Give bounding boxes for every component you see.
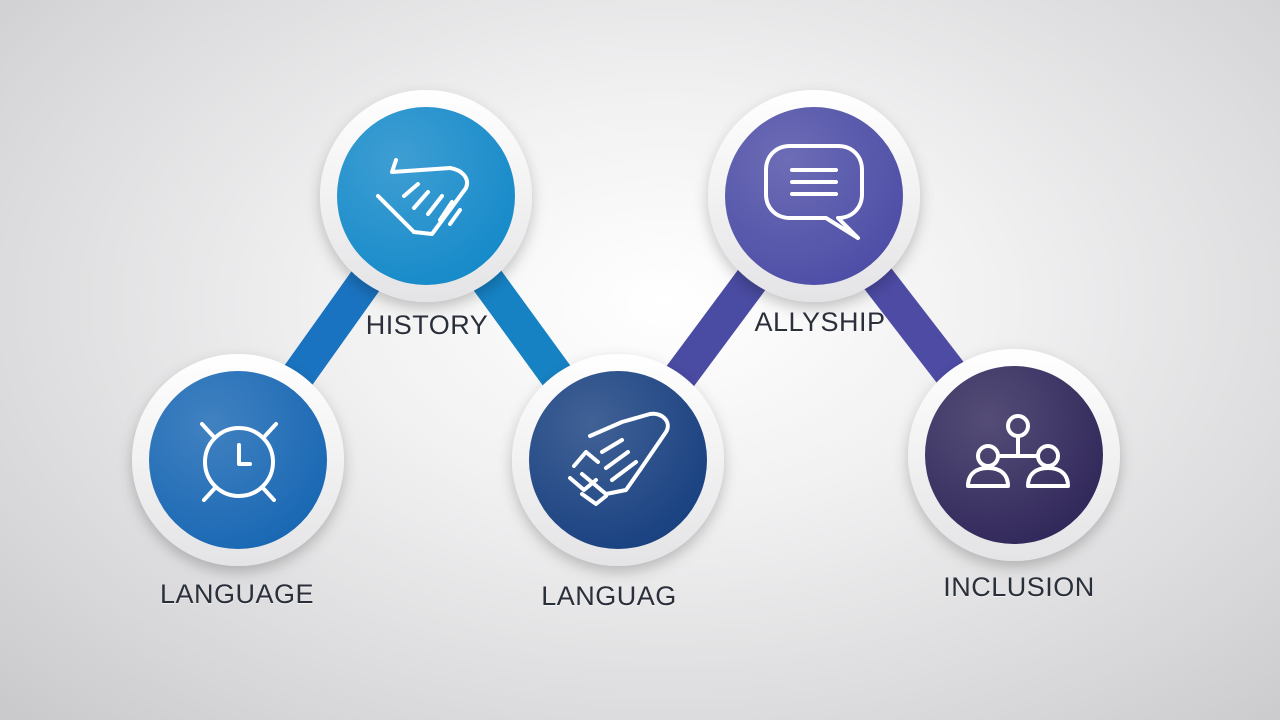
node-history [320, 90, 532, 302]
label-language: LANGUAGE [159, 579, 315, 609]
people-network-icon [966, 414, 1070, 488]
node-allyship [708, 90, 920, 302]
handshake-icon [376, 158, 469, 236]
label-inclusion: INCLUSION [943, 572, 1095, 602]
label-history: HISTORY [365, 310, 489, 340]
label-allyship: ALLYSHIP [754, 307, 886, 337]
node-languag [512, 354, 724, 566]
handshake-icon [568, 411, 670, 506]
node-inclusion [908, 349, 1120, 561]
speech-bubble-icon [764, 144, 864, 240]
clock-icon [200, 422, 278, 502]
node-language [132, 354, 344, 566]
label-languag: LANGUAG [541, 581, 677, 611]
